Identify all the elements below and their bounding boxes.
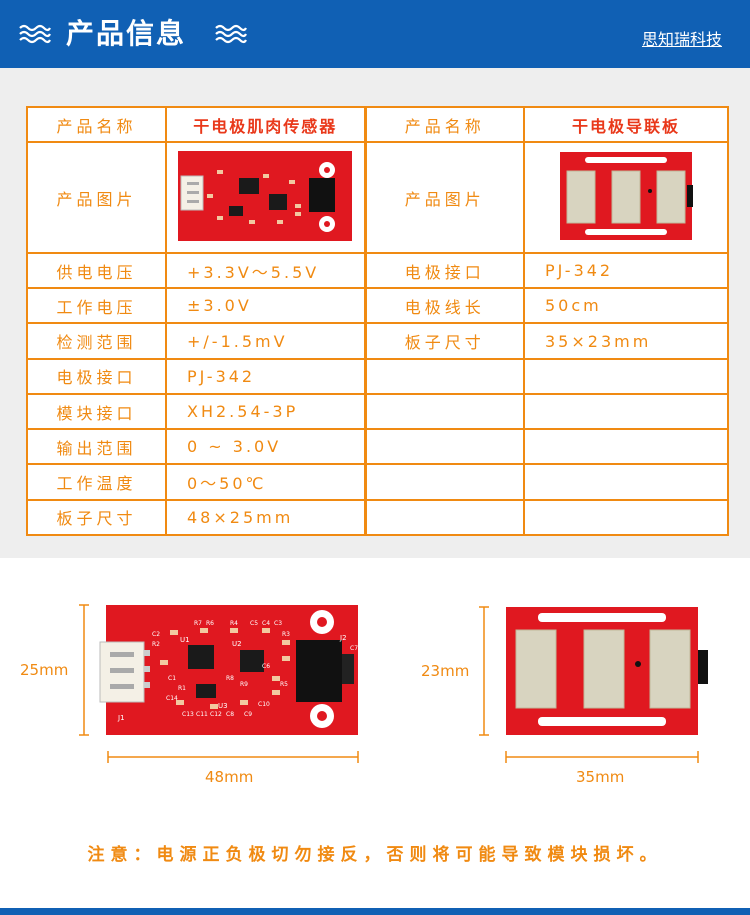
empty-cell — [523, 392, 729, 431]
silk-part-label: R3 — [282, 631, 290, 638]
empty-cell — [363, 463, 525, 501]
silk-jack-label: J2 — [339, 634, 347, 642]
silk-part-label: C2 — [152, 631, 160, 638]
silk-part-label: C11 — [196, 711, 208, 718]
board-b-height-label: 23mm — [421, 662, 470, 680]
label-b: 电极线长 — [363, 287, 525, 325]
sensor-board-large: J1 U1 U2 U3 J2 R7 R6 R4 C5 C4 C3 R3 C2 R… — [99, 605, 358, 735]
silk-part-label: C10 — [258, 701, 270, 708]
silk-ic-label: U2 — [232, 640, 242, 648]
wave-decoration-icon-left — [19, 24, 51, 44]
silk-connector-label: J1 — [117, 714, 125, 722]
silk-part-label: R9 — [240, 681, 248, 688]
board-a-width-label: 48mm — [205, 768, 254, 786]
empty-cell — [523, 428, 729, 466]
product-b-name: 干电极导联板 — [523, 105, 729, 144]
label-a: 工作电压 — [26, 287, 167, 325]
silk-part-label: C6 — [262, 663, 270, 670]
empty-cell — [363, 392, 525, 431]
dimension-diagram: J1 U1 U2 U3 J2 R7 R6 R4 C5 C4 C3 R3 C2 R… — [79, 604, 708, 763]
label-a: 供电电压 — [26, 251, 167, 290]
product-a-image-cell — [165, 141, 366, 254]
silk-part-label: R5 — [280, 681, 288, 688]
lead-board-image — [560, 151, 693, 240]
table-row: 板子尺寸 48×25mm — [26, 498, 729, 537]
empty-cell — [523, 463, 729, 501]
empty-cell — [523, 498, 729, 537]
wave-decoration-icon-right — [215, 24, 247, 44]
label-product-image-a: 产品图片 — [26, 141, 167, 254]
silk-part-label: R4 — [230, 620, 238, 627]
warning-note: 注意：电源正负极切勿接反，否则将可能导致模块损坏。 — [87, 845, 663, 865]
silk-part-label: C4 — [262, 620, 270, 627]
silk-part-label: C5 — [250, 620, 258, 627]
value-a: PJ-342 — [165, 357, 366, 395]
sensor-board-image — [178, 150, 353, 241]
board-a-dimension-lines — [79, 604, 359, 763]
silk-part-label: R7 — [194, 620, 202, 627]
label-a: 工作温度 — [26, 463, 167, 501]
table-row: 检测范围 +/-1.5mV 板子尺寸 35×23mm — [26, 322, 729, 360]
label-product-image-b: 产品图片 — [363, 141, 525, 254]
product-a-name: 干电极肌肉传感器 — [165, 105, 366, 144]
board-b-dimension-lines — [479, 606, 699, 763]
label-a: 输出范围 — [26, 428, 167, 466]
empty-cell — [523, 357, 729, 395]
board-a-height-label: 25mm — [20, 661, 69, 679]
silk-part-label: C8 — [226, 711, 234, 718]
silk-ic-label: U1 — [180, 636, 190, 644]
product-b-image-cell — [523, 141, 729, 254]
table-row: 输出范围 0 ~ 3.0V — [26, 428, 729, 466]
table-row: 供电电压 +3.3V～5.5V 电极接口 PJ-342 — [26, 251, 729, 290]
footer-bar — [0, 908, 750, 915]
header-banner: 产品信息 思知瑞科技 — [0, 0, 750, 68]
label-b: 板子尺寸 — [363, 322, 525, 360]
silk-part-label: C13 — [182, 711, 194, 718]
lead-board-large — [506, 607, 708, 735]
empty-cell — [363, 357, 525, 395]
value-a: ±3.0V — [165, 287, 366, 325]
spec-table: 产品名称 干电极肌肉传感器 产品名称 干电极导联板 产品图片 — [26, 105, 729, 537]
silk-part-label: R2 — [152, 641, 160, 648]
label-product-name-a: 产品名称 — [26, 105, 167, 144]
label-a: 检测范围 — [26, 322, 167, 360]
value-a: +/-1.5mV — [165, 322, 366, 360]
empty-cell — [363, 428, 525, 466]
silk-part-label: C3 — [274, 620, 282, 627]
table-row: 产品名称 干电极肌肉传感器 产品名称 干电极导联板 — [26, 105, 729, 144]
silk-part-label: C9 — [244, 711, 252, 718]
value-a: +3.3V～5.5V — [165, 251, 366, 290]
value-a: 0 ~ 3.0V — [165, 428, 366, 466]
page-title: 产品信息 — [66, 17, 187, 50]
table-row: 工作电压 ±3.0V 电极线长 50cm — [26, 287, 729, 325]
silk-part-label: R8 — [226, 675, 234, 682]
value-a: 48×25mm — [165, 498, 366, 537]
label-product-name-b: 产品名称 — [363, 105, 525, 144]
label-a: 板子尺寸 — [26, 498, 167, 537]
silk-part-label: C12 — [210, 711, 222, 718]
label-a: 模块接口 — [26, 392, 167, 431]
silk-part-label: C14 — [166, 695, 178, 702]
silk-part-label: R1 — [178, 685, 186, 692]
value-b: PJ-342 — [523, 251, 729, 290]
label-a: 电极接口 — [26, 357, 167, 395]
table-row: 电极接口 PJ-342 — [26, 357, 729, 395]
silk-part-label: R6 — [206, 620, 214, 627]
silk-ic-label: U3 — [218, 702, 228, 710]
value-a: 0～50℃ — [165, 463, 366, 501]
silk-part-label: C7 — [350, 645, 358, 652]
board-b-width-label: 35mm — [576, 768, 625, 786]
table-row: 产品图片 产品图片 — [26, 141, 729, 254]
silk-part-label: C1 — [168, 675, 176, 682]
value-b: 50cm — [523, 287, 729, 325]
label-b: 电极接口 — [363, 251, 525, 290]
empty-cell — [363, 498, 525, 537]
value-b: 35×23mm — [523, 322, 729, 360]
table-row: 模块接口 XH2.54-3P — [26, 392, 729, 431]
value-a: XH2.54-3P — [165, 392, 366, 431]
table-row: 工作温度 0～50℃ — [26, 463, 729, 501]
brand-link[interactable]: 思知瑞科技 — [641, 30, 722, 49]
